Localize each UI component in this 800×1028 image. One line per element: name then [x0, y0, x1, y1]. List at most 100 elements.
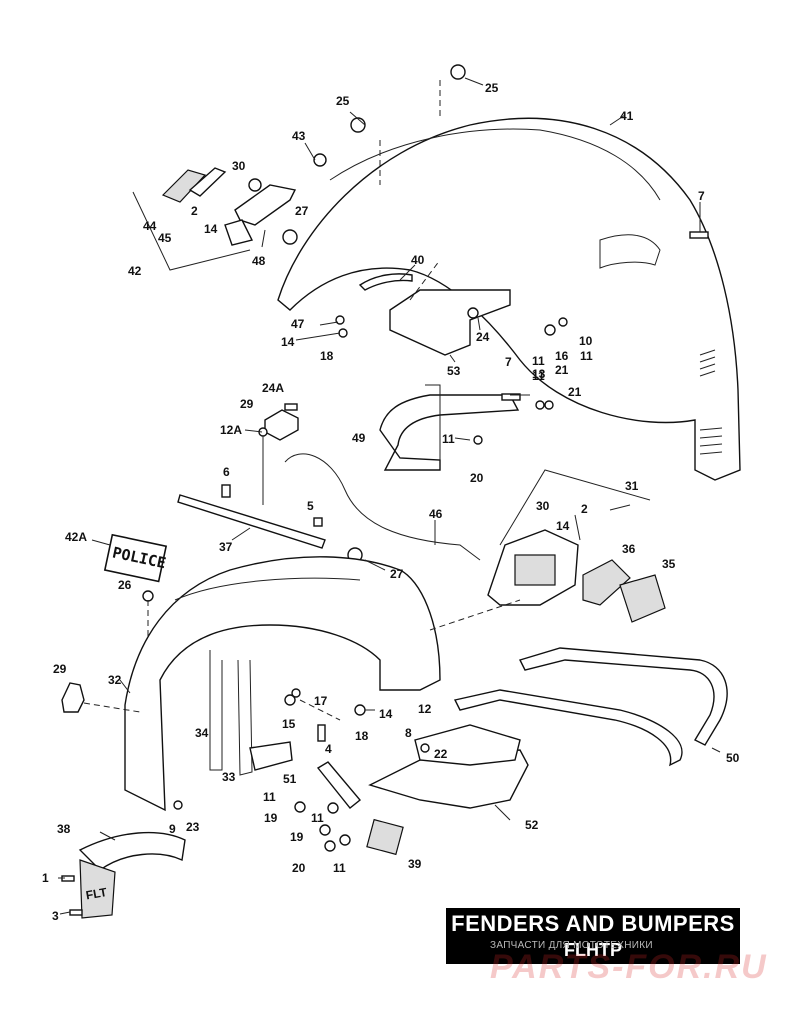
part-50-bumper	[453, 647, 728, 767]
callout-10: 10	[579, 334, 593, 348]
watermark-brand: PARTS-FOR.RU	[490, 948, 768, 986]
callout-18: 18	[355, 729, 369, 743]
fender-louvers	[699, 349, 723, 455]
callout-15: 15	[282, 717, 296, 731]
callout-24a: 24A	[262, 381, 284, 395]
callout-2: 2	[581, 502, 588, 516]
callout-35: 35	[662, 557, 676, 571]
callout-23: 23	[186, 820, 200, 834]
callout-labels: 25 25 41 43 30 7 44 45 2 14 27 48 42 40 …	[42, 81, 740, 923]
callout-36: 36	[622, 542, 636, 556]
callout-11: 11	[263, 790, 276, 804]
callout-9: 9	[169, 822, 176, 836]
callout-14: 14	[556, 519, 570, 533]
part-52-rack	[368, 724, 529, 809]
callout-12a: 12A	[220, 423, 242, 437]
callout-21: 21	[568, 385, 582, 399]
callout-48: 48	[252, 254, 266, 268]
callout-51: 51	[283, 772, 297, 786]
part-53-bracket	[389, 289, 511, 356]
callout-24: 24	[476, 330, 490, 344]
callout-11: 11	[532, 354, 545, 368]
callout-1: 1	[42, 871, 49, 885]
callout-30: 30	[232, 159, 246, 173]
rear-fender	[277, 80, 741, 481]
police-plate: POLICE	[103, 533, 168, 583]
callout-7: 7	[698, 189, 705, 203]
callout-25: 25	[336, 94, 350, 108]
part-49-rail	[379, 384, 520, 471]
callout-44: 44	[143, 219, 157, 233]
callout-26: 26	[118, 578, 132, 592]
callout-40: 40	[411, 253, 425, 267]
callout-37: 37	[219, 540, 233, 554]
bolt-7-top	[689, 231, 709, 239]
part-31-lamp-housing	[487, 469, 666, 623]
emblem-text: FLT	[85, 885, 109, 903]
callout-6: 6	[223, 465, 230, 479]
part-40-trim	[358, 273, 413, 291]
part-46-cable	[284, 453, 481, 561]
callout-38: 38	[57, 822, 71, 836]
callout-14: 14	[379, 707, 393, 721]
diagram-title-box: FENDERS AND BUMPERS FLHTP	[446, 908, 740, 964]
callout-29: 29	[240, 397, 254, 411]
callout-16: 16	[555, 349, 569, 363]
callout-30: 30	[536, 499, 550, 513]
callout-17: 17	[314, 694, 328, 708]
callout-33: 33	[222, 770, 236, 784]
callout-39: 39	[408, 857, 422, 871]
callout-21: 21	[555, 363, 569, 377]
callout-45: 45	[158, 231, 172, 245]
nut-25-top	[450, 64, 466, 80]
callout-11: 11	[580, 349, 593, 363]
callout-2: 2	[191, 204, 198, 218]
callout-11: 11	[333, 861, 346, 875]
callout-49: 49	[352, 431, 366, 445]
top-lamp-assembly	[132, 153, 327, 271]
callout-27: 27	[390, 567, 404, 581]
callout-52: 52	[525, 818, 539, 832]
callout-14: 14	[204, 222, 218, 236]
callout-7: 7	[505, 355, 512, 369]
diagram-title: FENDERS AND BUMPERS	[451, 911, 735, 936]
callout-31: 31	[625, 479, 639, 493]
callout-42a: 42A	[65, 530, 87, 544]
callout-11: 11	[442, 432, 455, 446]
watermark-subtitle: ЗАПЧАСТИ ДЛЯ МОТОТЕХНИКИ	[490, 940, 653, 951]
callout-22: 22	[434, 747, 448, 761]
front-fender	[124, 556, 441, 812]
diagram-subtitle: FLHTP	[564, 940, 622, 960]
nut-25-mid	[350, 117, 366, 133]
callout-32: 32	[108, 673, 122, 687]
part-37-rod	[177, 494, 326, 549]
callout-27: 27	[295, 204, 309, 218]
callout-34: 34	[195, 726, 209, 740]
part-38-mudflap: FLT	[61, 831, 186, 919]
callout-42: 42	[128, 264, 142, 278]
callout-20: 20	[292, 861, 306, 875]
callout-47: 47	[291, 317, 305, 331]
callout-20: 20	[470, 471, 484, 485]
callout-53: 53	[447, 364, 461, 378]
callout-25: 25	[485, 81, 499, 95]
callout-12: 12	[418, 702, 432, 716]
callout-19: 19	[290, 830, 304, 844]
callout-18: 18	[320, 349, 334, 363]
callout-19: 19	[264, 811, 278, 825]
callout-4: 4	[325, 742, 332, 756]
leader-lines	[58, 77, 721, 915]
callout-11: 11	[532, 369, 545, 383]
callout-29: 29	[53, 662, 67, 676]
callout-46: 46	[429, 507, 443, 521]
callout-5: 5	[307, 499, 314, 513]
callout-11: 11	[311, 811, 324, 825]
callout-8: 8	[405, 726, 412, 740]
callout-41: 41	[620, 109, 634, 123]
callout-50: 50	[726, 751, 740, 765]
callout-3: 3	[52, 909, 59, 923]
lower-hardware	[173, 688, 430, 856]
callout-14: 14	[281, 335, 295, 349]
callout-43: 43	[292, 129, 306, 143]
callout-13: 13	[532, 367, 546, 381]
